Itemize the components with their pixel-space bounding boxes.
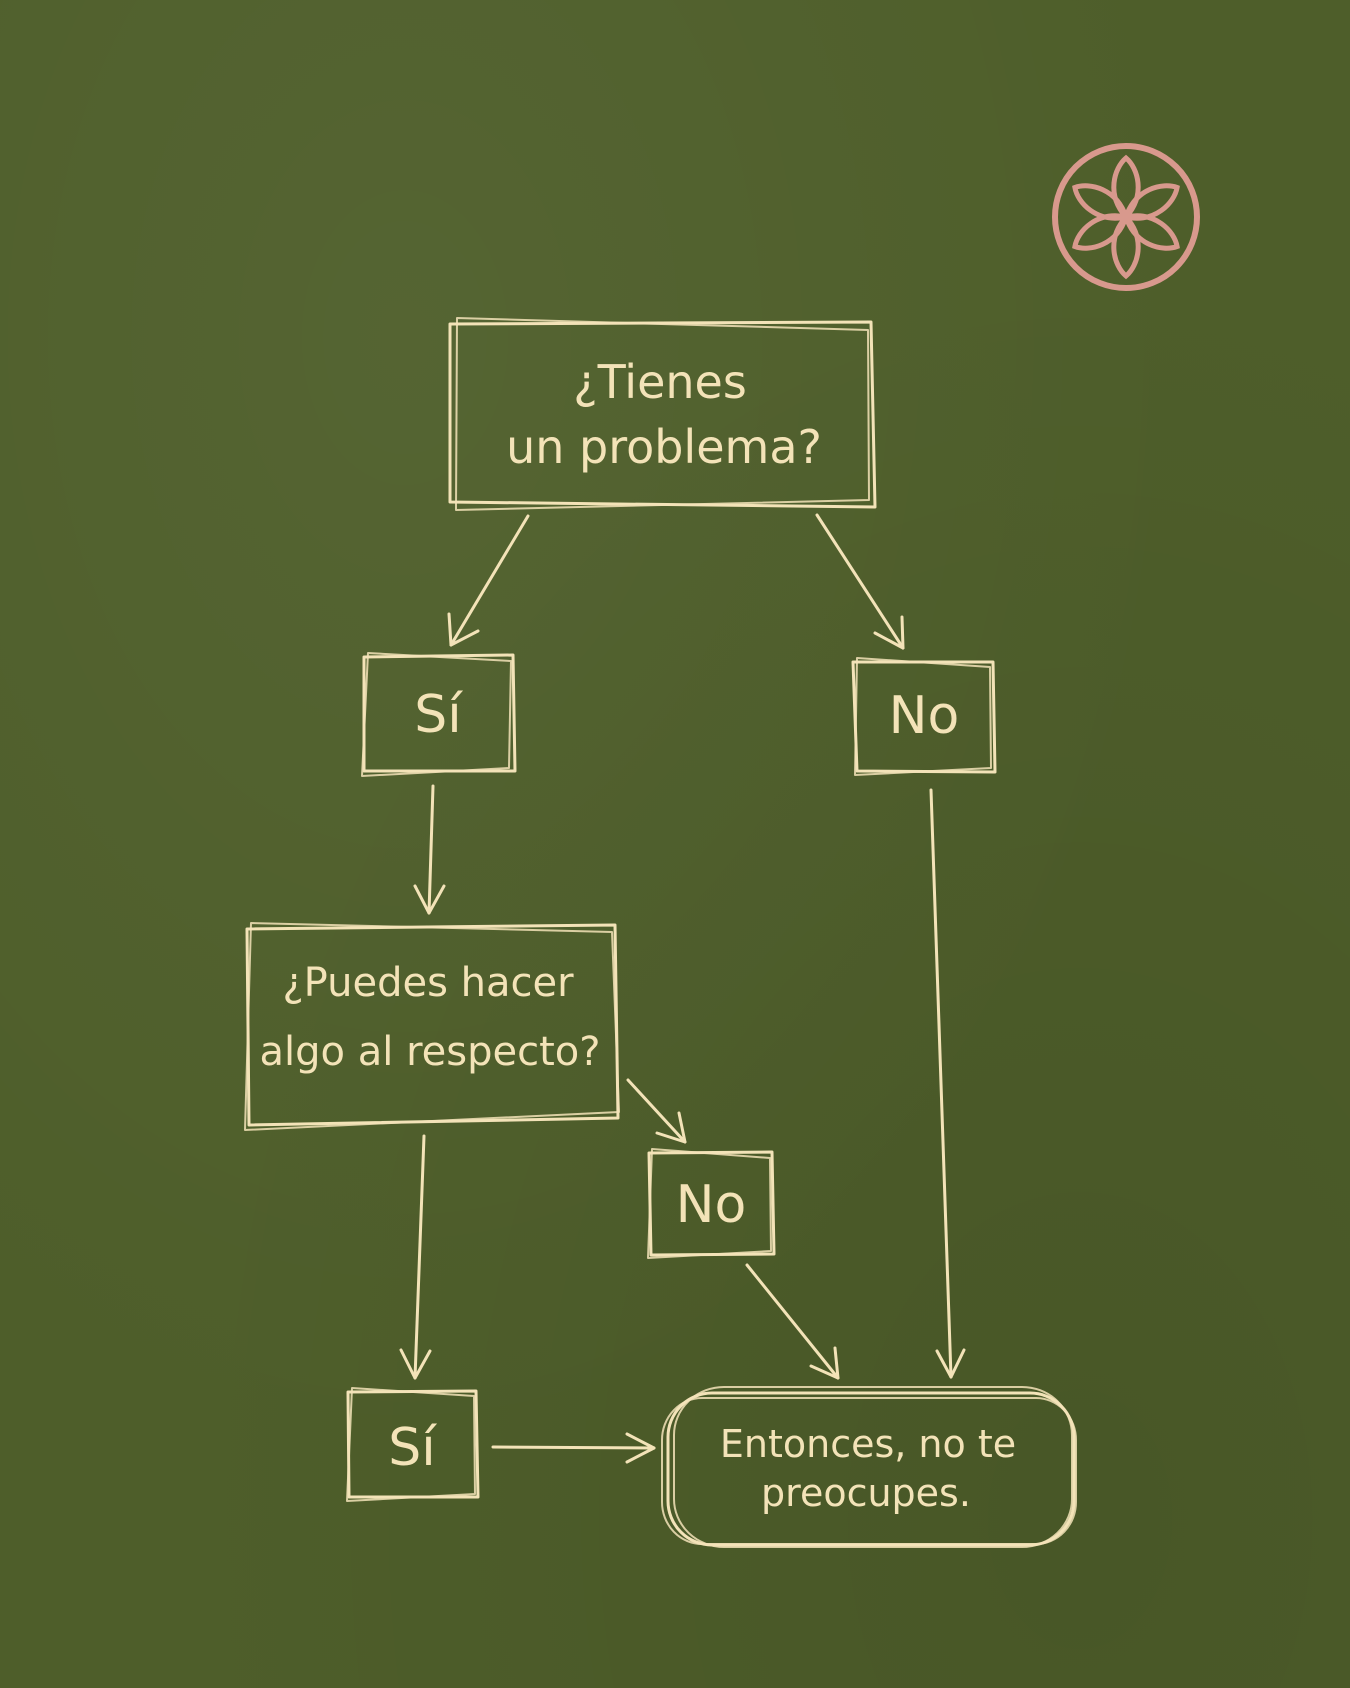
start-question-node: ¿Tienes un problema? <box>448 317 877 511</box>
start-question-line2: un problema? <box>506 420 822 474</box>
question2-line1: ¿Puedes hacer <box>282 960 574 1006</box>
yes-node-2-label: Sí <box>388 1418 437 1478</box>
no-node-1-label: No <box>889 686 960 746</box>
arrow-start-to-yes <box>447 514 530 647</box>
question2-node: ¿Puedes hacer algo al respecto? <box>244 922 620 1131</box>
no-node-2-label: No <box>676 1175 747 1235</box>
no-node-2: No <box>647 1148 776 1259</box>
start-question-line1: ¿Tienes <box>573 355 747 409</box>
end-node: Entonces, no te preocupes. <box>661 1386 1077 1548</box>
flower-petals-icon <box>1072 154 1180 280</box>
yes-node-1: Sí <box>361 652 517 777</box>
yes-node-1-label: Sí <box>414 685 463 745</box>
question2-line2: algo al respecto? <box>260 1029 601 1075</box>
arrow-question2-to-no2 <box>626 1078 687 1144</box>
arrow-start-to-no <box>815 513 905 650</box>
end-line1: Entonces, no te <box>720 1422 1016 1466</box>
arrow-no2-to-end <box>745 1263 840 1380</box>
arrow-yes2-to-end <box>491 1432 656 1464</box>
arrow-question2-to-yes2 <box>399 1134 432 1380</box>
arrow-no1-to-end <box>929 788 966 1379</box>
flower-logo-icon <box>1052 143 1200 291</box>
arrow-yes1-to-question2 <box>413 784 446 915</box>
yes-node-2: Sí <box>346 1387 480 1502</box>
no-node-1: No <box>851 657 997 776</box>
end-line2: preocupes. <box>761 1471 971 1515</box>
